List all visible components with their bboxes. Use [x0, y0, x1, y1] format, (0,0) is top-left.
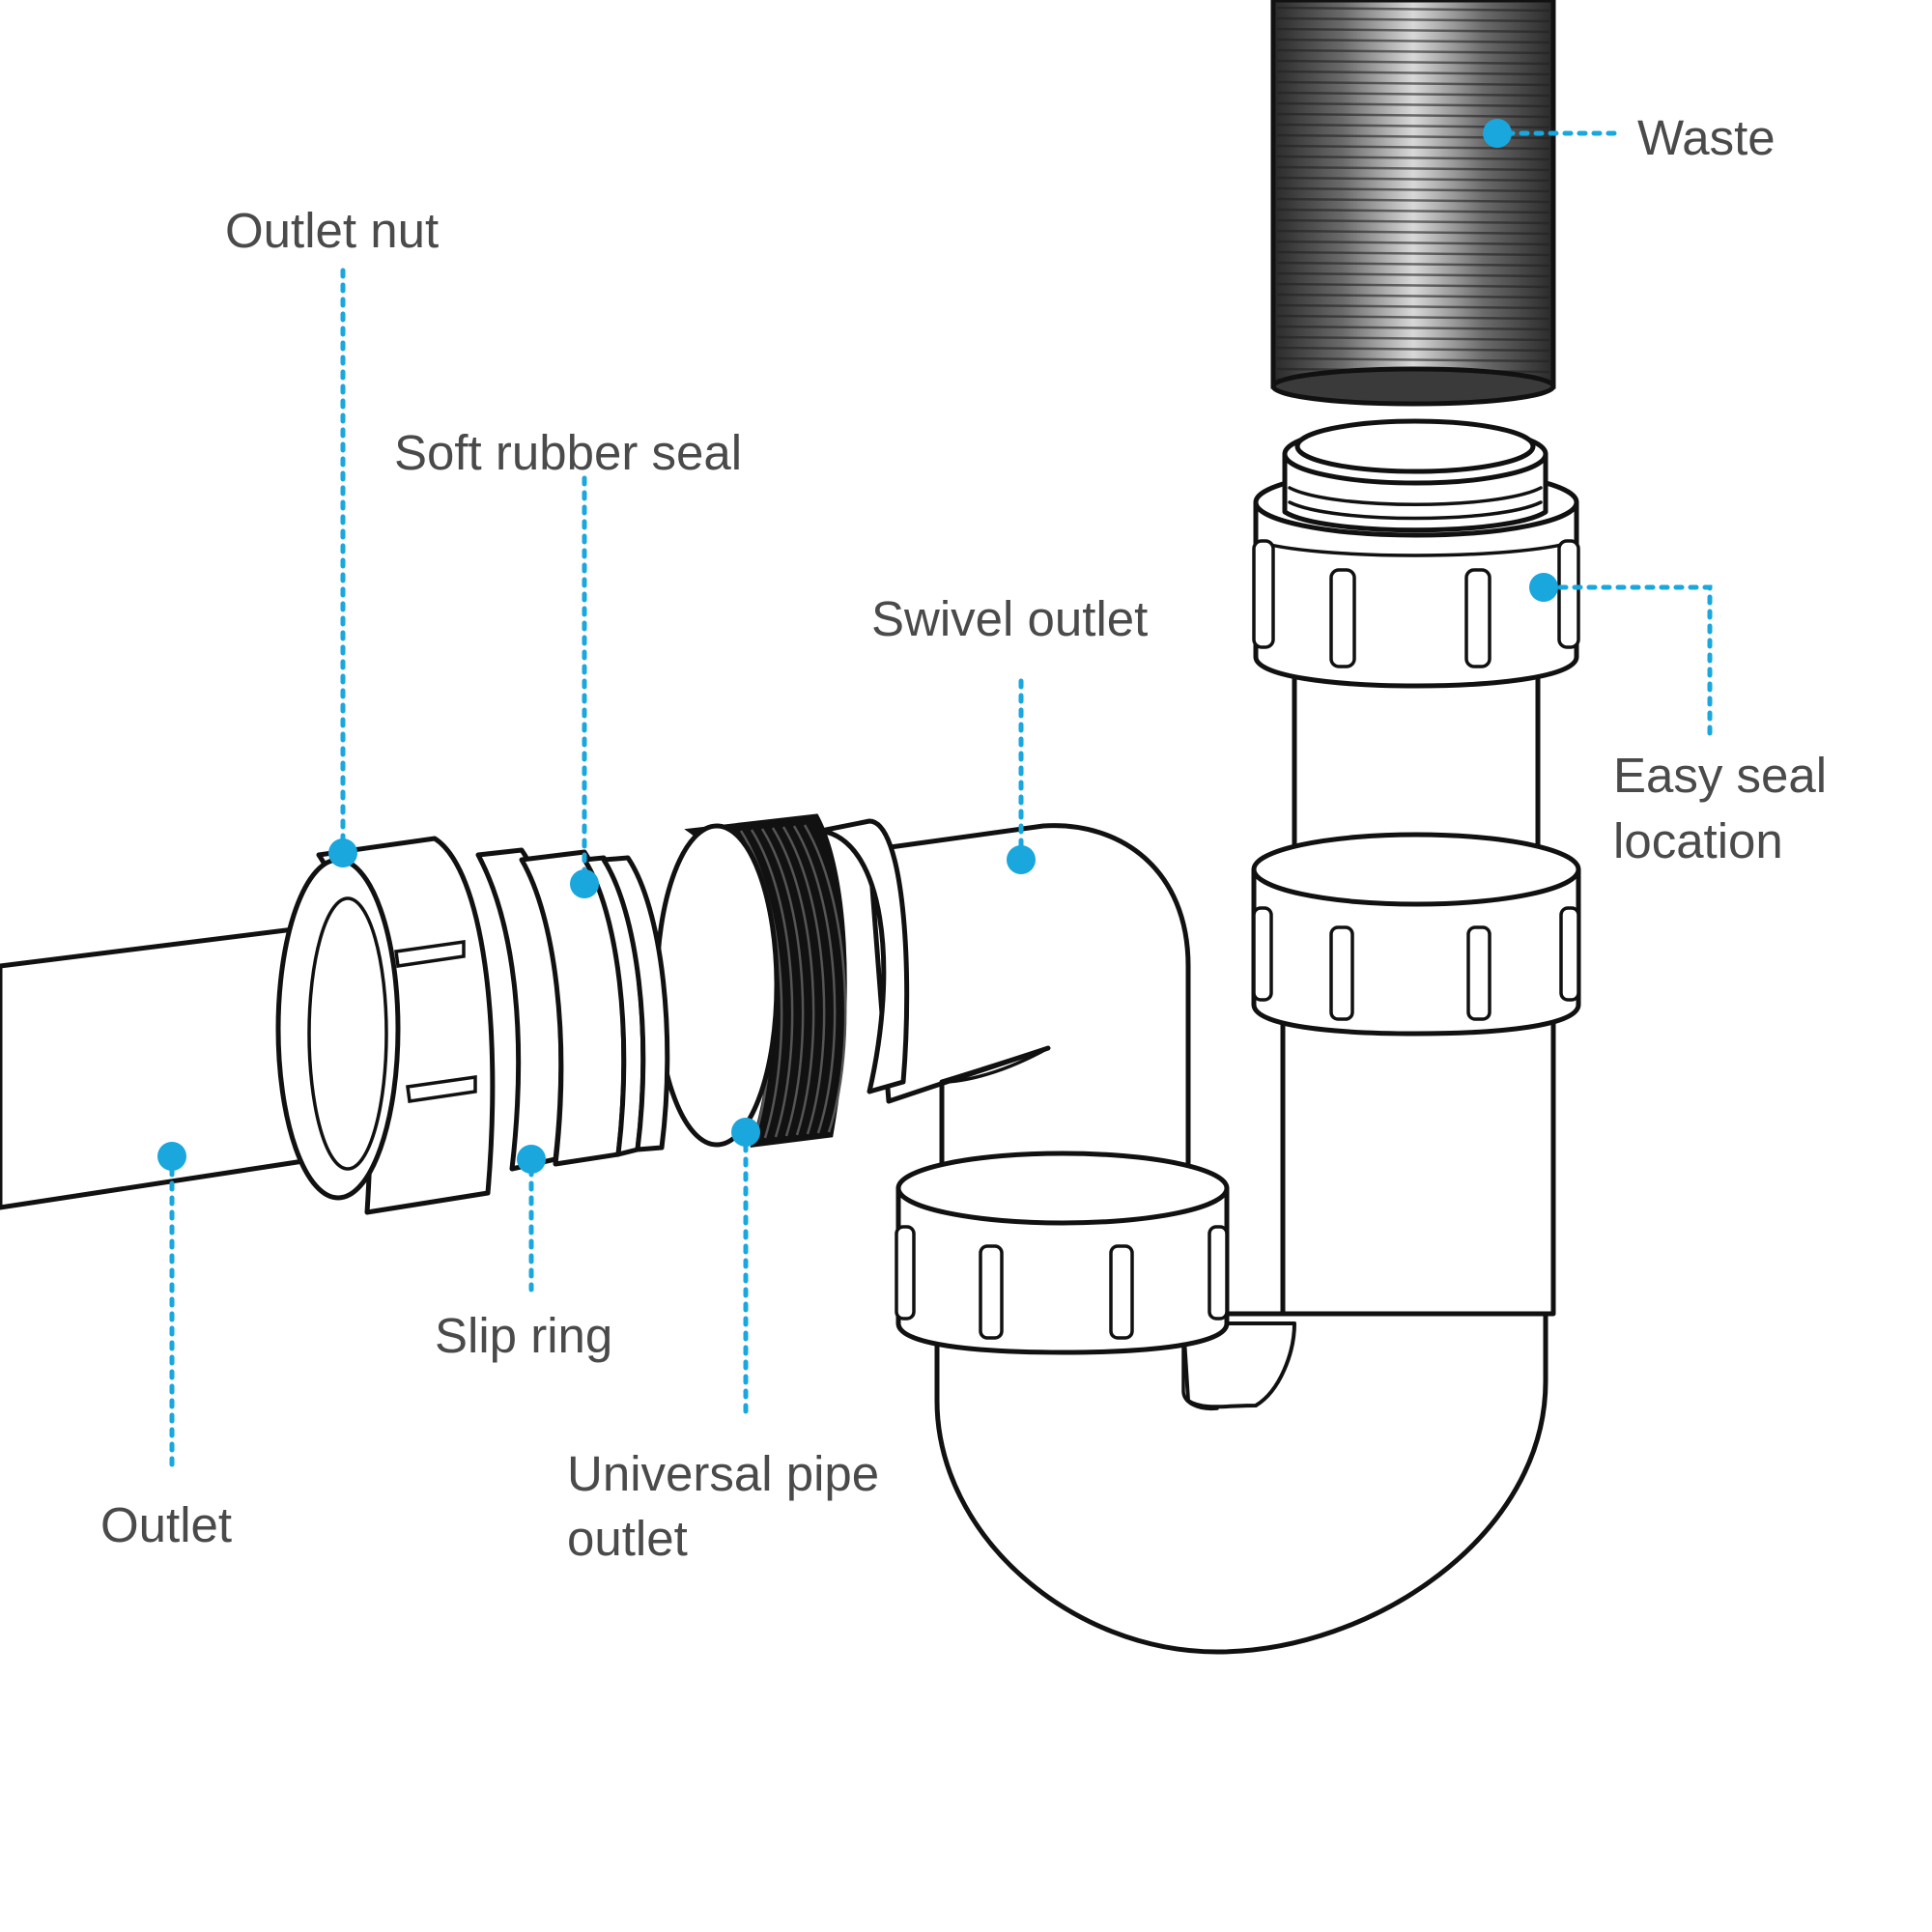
universal-pipe-outlet-dot: [731, 1118, 760, 1147]
outlet-label: Outlet: [100, 1497, 232, 1552]
easy-seal-dot: [1529, 573, 1558, 602]
outlet-dot: [157, 1142, 186, 1171]
swivel-outlet-dot: [1007, 845, 1036, 874]
soft-rubber-seal-dot: [570, 869, 599, 898]
callout-easy-seal: [1529, 573, 1713, 742]
callout-waste: [1483, 119, 1626, 148]
waste-label: Waste: [1637, 110, 1776, 165]
universal-pipe-outlet: [654, 813, 910, 1148]
easy-seal-label-line1: Easy seal: [1613, 748, 1827, 803]
outlet-nut-label: Outlet nut: [225, 203, 439, 258]
soft-rubber-seal-label: Soft rubber seal: [394, 425, 742, 480]
callout-universal-pipe-outlet: [731, 1118, 760, 1418]
callout-soft-rubber-seal: [570, 475, 599, 898]
universal-pipe-outlet-label-line1: Universal pipe: [567, 1446, 879, 1501]
easy-seal-label-line2: location: [1613, 813, 1783, 868]
universal-pipe-outlet-label-line2: outlet: [567, 1511, 688, 1566]
waste-dot: [1483, 119, 1512, 148]
riser-nut: [1251, 832, 1581, 1037]
callout-swivel-outlet: [1007, 678, 1036, 874]
slip-ring-dot: [517, 1145, 546, 1174]
callout-slip-ring: [517, 1145, 546, 1293]
waste-pipe: [1270, 0, 1556, 407]
u-bend: [934, 1311, 1548, 1655]
callout-outlet: [157, 1142, 186, 1476]
outlet-nut-dot: [328, 838, 357, 867]
easy-seal-nut: [1252, 418, 1580, 689]
easy-seal-leader: [1543, 584, 1713, 742]
outlet-nut: [275, 836, 496, 1215]
slip-ring-and-seal: [475, 847, 670, 1172]
callout-outlet-nut: [328, 268, 357, 867]
swivel-outlet-label: Swivel outlet: [871, 591, 1148, 646]
slip-ring-label: Slip ring: [435, 1308, 612, 1363]
swivel-outlet-elbow: [867, 823, 1230, 1355]
